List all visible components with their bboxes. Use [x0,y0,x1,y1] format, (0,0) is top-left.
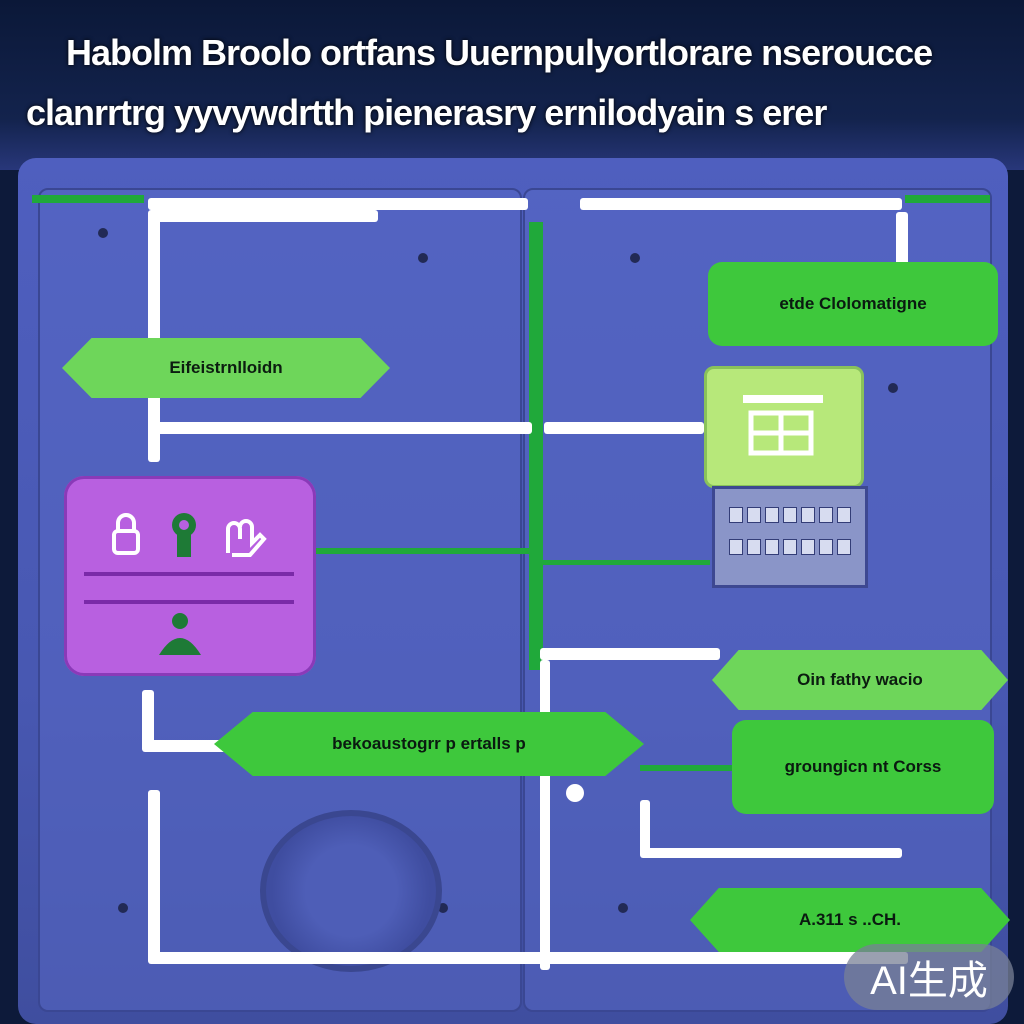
rotary-knob [260,810,442,972]
green-busbar-top-left [32,195,144,203]
green-wire [640,765,735,771]
keyhole-icon [156,506,212,564]
terminal-cell [765,507,779,523]
rivet [618,903,628,913]
terminal-cell [747,507,761,523]
terminal-cell [747,539,761,555]
terminal-cell [783,507,797,523]
hand-icon [212,506,276,564]
circuit-breaker-icon [731,383,835,471]
label-center-bottom: bekoaustogrr p ertalls p [214,712,644,776]
terminal-block [712,486,868,588]
green-wire [540,560,710,565]
terminal-cell [765,539,779,555]
rivet [98,228,108,238]
busbar-left-upper [148,212,160,462]
label-right-box: groungicn nt Corss [732,720,994,814]
busbar-mid-right [544,422,704,434]
rivet [888,383,898,393]
busbar-lower-right [640,848,902,858]
rivet [438,903,448,913]
terminal-cell [801,539,815,555]
green-busbar-vertical [529,222,543,670]
terminal-cell [729,539,743,555]
busbar-vertical-lower [540,660,550,970]
label-right-mid: Oin fathy wacio [712,650,1008,710]
label-bottom-right: A.311 s ..CH. [690,888,1010,952]
rivet [418,253,428,263]
busbar-top-right [580,198,902,210]
green-busbar-top-right [905,195,990,203]
busbar-top-left [148,198,528,210]
busbar-lower-mid [540,648,720,660]
title-line-1: Habolm Broolo ortfans Uuernpulyortlorare… [66,32,933,73]
terminal-cell [819,507,833,523]
breaker-panel [704,366,864,488]
terminal-cell [801,507,815,523]
title-line-2: clanrrtrg yyvywdrtth pienerasry ernilody… [26,92,827,133]
lock-icon [98,506,154,564]
operator-icon [150,604,210,664]
busbar-mid-left [148,422,532,434]
rivet [118,903,128,913]
rivet [630,253,640,263]
panel-shelf [84,572,294,576]
terminal-cell [837,507,851,523]
junction-dot [566,784,584,802]
ai-generated-watermark: AI生成 [844,944,1014,1010]
busbar [640,800,650,855]
busbar-bottom [148,952,908,964]
panel-shelf [84,600,294,604]
purple-control-panel [64,476,316,676]
terminal-cell [837,539,851,555]
green-wire [290,548,530,554]
busbar-left-lower [142,690,154,750]
busbar [148,210,378,222]
label-right-top: etde Clolomatigne [708,262,998,346]
title-band [0,0,1024,170]
label-left-top: Eifeistrnlloidn [62,338,390,398]
busbar [142,740,232,752]
busbar-left-bottom [148,790,160,960]
terminal-cell [819,539,833,555]
terminal-cell [729,507,743,523]
terminal-cell [783,539,797,555]
